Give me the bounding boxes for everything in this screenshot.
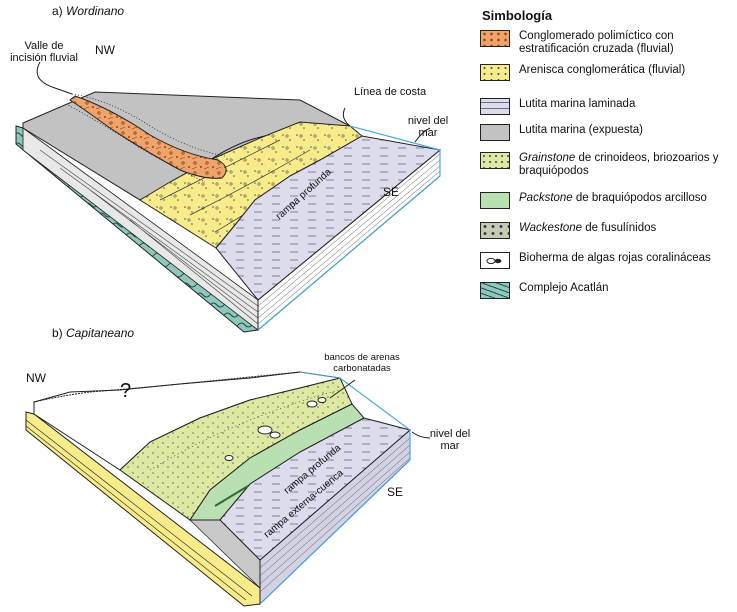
legend-title: Simbología	[482, 8, 553, 23]
legend-label-text: Conglomerado polimíctico con estratifica…	[519, 30, 674, 55]
legend-swatch-bioherma	[480, 252, 510, 269]
legend-label-text: Bioherma de algas rojas coralináceas	[519, 252, 711, 264]
valle-label: Valle de incisión fluvial	[10, 40, 78, 64]
legend-swatch-lutita-laminada	[480, 98, 510, 115]
legend-swatch-lutita-expuesta	[480, 124, 510, 141]
panel-b-nw: NW	[26, 371, 46, 385]
legend-label-em: Grainstone	[519, 152, 576, 164]
panel-b-lutita	[219, 417, 412, 561]
legend-item-conglomerado: Conglomerado polimíctico con estratifica…	[480, 30, 735, 56]
legend-label-bioherma: Bioherma de algas rojas coralináceas	[519, 252, 711, 265]
legend-label-grainstone: Grainstone de crinoideos, briozoarios y …	[519, 152, 735, 178]
panel-b-block	[25, 371, 431, 607]
legend-item-bioherma: Bioherma de algas rojas coralináceas	[480, 252, 735, 269]
legend-swatch-grainstone	[480, 152, 510, 169]
legend-item-packstone: Packstone de braquiópodos arcilloso	[480, 192, 735, 209]
legend-label-em: Wackestone	[519, 222, 583, 234]
legend-swatch-wackestone	[480, 222, 510, 239]
legend-swatch-conglomerado	[480, 30, 510, 47]
panel-a-header: a) Wordinano	[52, 5, 124, 17]
panel-b-sea-level: nivel del mar	[429, 428, 471, 452]
legend-label-text: Complejo Acatlán	[519, 282, 609, 294]
legend-label-lutita-laminada: Lutita marina laminada	[519, 98, 635, 111]
legend-label-packstone: Packstone de braquiópodos arcilloso	[519, 192, 707, 205]
costa-label: Línea de costa	[354, 86, 427, 98]
panel-b-se: SE	[387, 485, 404, 499]
legend-swatch-acatlan	[480, 282, 510, 299]
legend-label-arenisca: Arenisca conglomerática (fluvial)	[519, 64, 685, 77]
legend-label-lutita-expuesta: Lutita marina (expuesta)	[519, 124, 643, 137]
panel-a-lutita-laminada	[215, 135, 442, 301]
panel-a-title: Wordinano	[66, 4, 125, 18]
legend-label-text: Lutita marina laminada	[519, 98, 636, 110]
legend-label-acatlan: Complejo Acatlán	[519, 282, 609, 295]
question-mark: ?	[120, 380, 132, 402]
legend-item-lutita-expuesta: Lutita marina (expuesta)	[480, 124, 735, 141]
legend-label-conglomerado: Conglomerado polimíctico con estratifica…	[519, 30, 735, 56]
legend-swatch-packstone	[480, 192, 510, 209]
panel-a-se: SE	[383, 185, 400, 199]
panel-a-letter: a)	[52, 4, 63, 18]
legend-swatch-arenisca	[480, 64, 510, 81]
panel-b-letter: b)	[52, 326, 63, 340]
panel-b-header: b) Capitaneano	[52, 327, 134, 339]
panel-a-valle	[69, 95, 227, 179]
legend-item-grainstone: Grainstone de crinoideos, briozoarios y …	[480, 152, 735, 178]
legend-label-text: Lutita marina (expuesta)	[519, 124, 644, 136]
legend-item-arenisca: Arenisca conglomerática (fluvial)	[480, 64, 735, 81]
legend-item-lutita-laminada: Lutita marina laminada	[480, 98, 735, 115]
panel-a-nw: NW	[95, 43, 115, 57]
legend-label-text: Arenisca conglomerática (fluvial)	[519, 64, 686, 76]
legend-label-text: de braquiópodos arcilloso	[572, 192, 707, 204]
panel-a-block	[15, 61, 442, 333]
legend-label-em: Packstone	[519, 192, 573, 204]
bancos-label: bancos de arenas carbonatadas	[324, 352, 400, 374]
panel-b-title: Capitaneano	[66, 326, 135, 340]
legend-label-text: de fusulínidos	[582, 222, 657, 234]
legend-label-wackestone: Wackestone de fusulínidos	[519, 222, 656, 235]
panel-a-sea-level: nivel del mar	[407, 115, 449, 139]
legend-item-wackestone: Wackestone de fusulínidos	[480, 222, 735, 239]
legend-label-text: de crinoideos, briozoarios y braquiópodo…	[519, 152, 719, 177]
legend-item-acatlan: Complejo Acatlán	[480, 282, 735, 299]
